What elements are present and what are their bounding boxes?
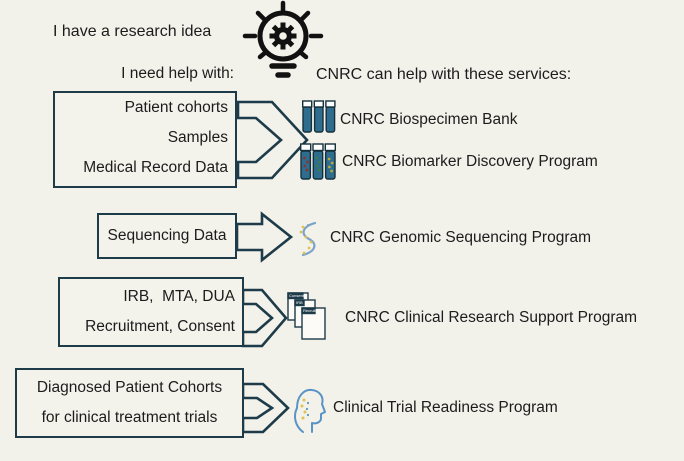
need-item: Samples bbox=[167, 129, 228, 146]
need-item: Recruitment, Consent bbox=[85, 318, 235, 335]
service-label: CNRC Clinical Research Support Program bbox=[345, 309, 638, 326]
service-label: CNRC Biospecimen Bank bbox=[340, 111, 518, 128]
needs-box-trial-cohorts: Diagnosed Patient Cohorts for clinical t… bbox=[15, 368, 244, 438]
doc-page-label: IRB bbox=[296, 300, 303, 305]
test-tubes-icon bbox=[302, 100, 336, 133]
service-label: CNRC Biomarker Discovery Program bbox=[342, 153, 598, 170]
lightbulb-gear-icon bbox=[242, 0, 324, 78]
services-heading: CNRC can help with these services: bbox=[316, 66, 572, 83]
arrow-icon-row3 bbox=[241, 288, 288, 348]
dna-strand-icon bbox=[299, 221, 317, 257]
head-profile-icon bbox=[294, 388, 326, 433]
needs-box-sequencing: Sequencing Data bbox=[97, 213, 237, 259]
arrow-icon-row4 bbox=[241, 382, 290, 434]
needs-box-biospecimen: Patient cohorts Samples Medical Record D… bbox=[53, 91, 237, 188]
service-label: Clinical Trial Readiness Program bbox=[333, 399, 558, 416]
biomarker-tubes-icon bbox=[300, 143, 336, 180]
doc-page-label: Recruit bbox=[303, 308, 317, 313]
need-item: Medical Record Data bbox=[83, 159, 228, 176]
arrow-icon-row2 bbox=[235, 211, 294, 263]
needs-box-regulatory: IRB, MTA, DUA Recruitment, Consent bbox=[58, 277, 244, 347]
need-item: Patient cohorts bbox=[124, 99, 228, 116]
arrow-icon-row1 bbox=[236, 100, 309, 180]
service-label: CNRC Genomic Sequencing Program bbox=[330, 229, 592, 246]
need-help-label: I need help with: bbox=[121, 65, 234, 82]
research-idea-label: I have a research idea bbox=[53, 23, 212, 40]
need-item: Diagnosed Patient Cohorts bbox=[36, 379, 223, 396]
need-item: IRB, MTA, DUA bbox=[123, 288, 235, 305]
need-item: for clinical treatment trials bbox=[41, 409, 218, 426]
documents-icon: Consent IRB Recruit bbox=[287, 292, 326, 340]
need-item: Sequencing Data bbox=[107, 227, 227, 244]
doc-page-label: Consent bbox=[289, 293, 305, 298]
